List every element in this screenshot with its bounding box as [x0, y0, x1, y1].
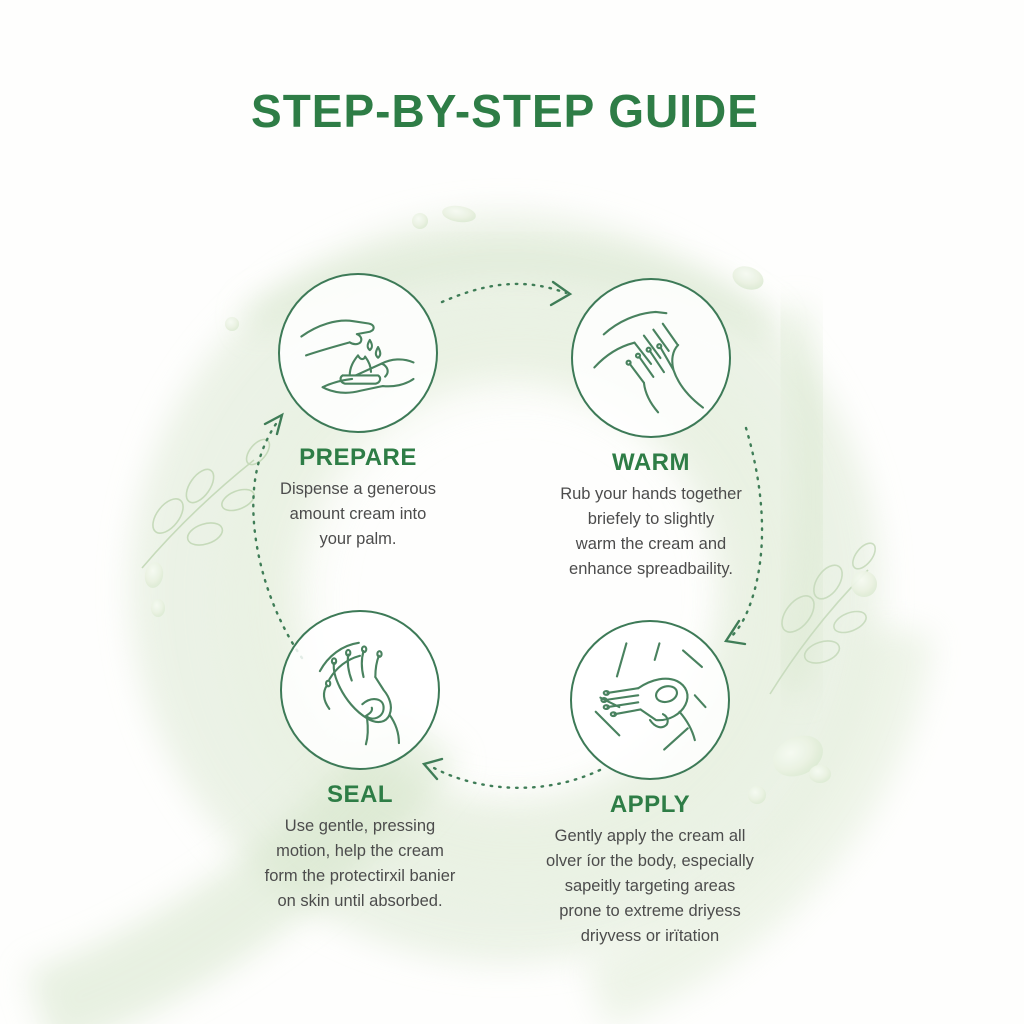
desc-line: Rub your hands together [560, 485, 742, 503]
step-label-apply: APPLY [609, 791, 691, 818]
hands-rubbing-icon [593, 310, 704, 414]
palm-pressing-icon [318, 641, 401, 746]
droplet-icon [151, 599, 165, 617]
desc-line: form the protectirxil banier [264, 867, 456, 885]
dispense-cream-in-palm-icon [300, 319, 415, 394]
step-seal: SEAL Use gentle, pressing motion, help t… [210, 610, 510, 914]
page-title: STEP-BY-STEP GUIDE [251, 85, 759, 137]
step-desc-seal: Use gentle, pressing motion, help the cr… [265, 814, 456, 914]
droplet-icon [732, 266, 764, 290]
desc-line: Use gentle, pressing [284, 817, 436, 835]
step-label-seal: SEAL [326, 781, 393, 808]
desc-line: motion, help the cream [276, 842, 444, 860]
apply-step-circle [570, 620, 730, 780]
step-desc-prepare: Dispense a generous amount cream into yo… [280, 477, 436, 552]
desc-line: amount cream into [289, 505, 427, 523]
seal-step-circle [280, 610, 440, 770]
droplet-icon [412, 213, 428, 229]
step-desc-warm: Rub your hands together briefely to slig… [560, 482, 742, 582]
desc-line: prone to extreme driyess [559, 902, 741, 920]
step-label-prepare: PREPARE [299, 444, 417, 471]
desc-line: Dispense a generous [280, 480, 436, 498]
droplet-icon [748, 786, 766, 804]
desc-line: driyvess or irïtation [580, 927, 720, 945]
desc-line: enhance spreadbaility. [569, 560, 733, 578]
desc-line: on skin until absorbed. [277, 892, 443, 910]
desc-line: sapeitly targeting areas [564, 877, 736, 895]
hand-applying-cream-icon [594, 642, 707, 751]
step-warm: WARM Rub your hands together briefely to… [501, 278, 801, 582]
desc-line: Gently apply the cream all [554, 827, 746, 845]
warm-step-circle [571, 278, 731, 438]
step-prepare: PREPARE Dispense a generous amount cream… [208, 273, 508, 552]
step-desc-apply: Gently apply the cream all olver íor the… [546, 824, 754, 949]
desc-line: briefely to slightly [587, 510, 715, 528]
droplet-icon [851, 571, 877, 597]
desc-line: your palm. [319, 530, 397, 548]
prepare-step-circle [278, 273, 438, 433]
droplet-icon [225, 317, 239, 331]
cream-droplets [144, 205, 877, 804]
droplet-icon [442, 205, 476, 223]
step-apply: APPLY Gently apply the cream all olver í… [500, 620, 800, 949]
desc-line: olver íor the body, especially [546, 852, 754, 870]
step-label-warm: WARM [612, 449, 690, 476]
droplet-icon [773, 735, 823, 777]
droplet-icon [809, 765, 831, 783]
droplet-icon [144, 562, 164, 588]
desc-line: warm the cream and [575, 535, 727, 553]
